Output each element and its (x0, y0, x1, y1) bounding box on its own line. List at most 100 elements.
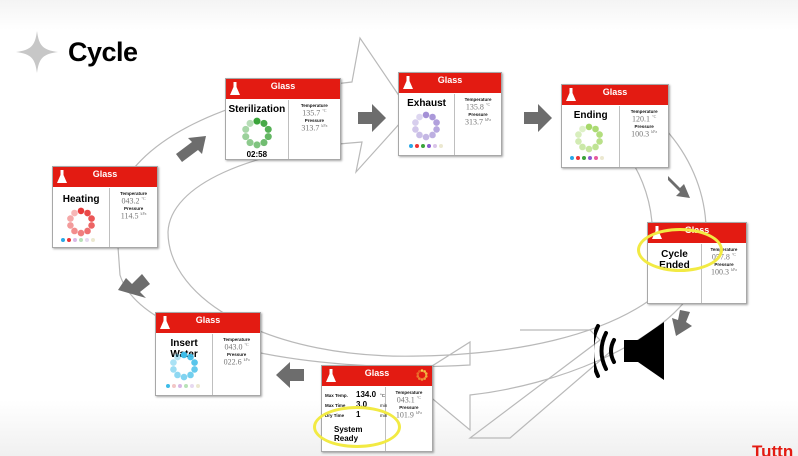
pressure-value: 114.5 (120, 211, 139, 221)
spinner-dot (592, 143, 599, 151)
spinner-dot (242, 125, 250, 133)
spinner-dot (88, 215, 95, 222)
temperature-unit: °C (416, 395, 422, 400)
stage-name: Ending (573, 110, 608, 121)
temperature-label: Temperature (710, 247, 738, 252)
spinner-dot (422, 133, 430, 141)
spinner-dot (416, 113, 423, 121)
temperature-unit: °C (322, 108, 327, 113)
temperature-label: Temperature (120, 191, 148, 196)
phase-dots (570, 156, 604, 160)
spinner-dot (246, 119, 254, 127)
spinner-dot (596, 138, 603, 145)
speaker-sound-icon (594, 322, 664, 380)
arrow-sterilization-to-exhaust (358, 104, 386, 132)
spinner-dot (423, 377, 426, 380)
spinner-dot (420, 378, 424, 381)
brand-text: Tuttn (752, 442, 794, 456)
temperature-unit: °C (244, 342, 249, 347)
cycle-timer: 02:58 (246, 150, 268, 159)
temperature-value: 135.7 (302, 108, 321, 118)
spinner-dot (575, 131, 582, 138)
loading-indicator-icon (416, 369, 428, 381)
phase-dots (166, 384, 200, 388)
progress-spinner-icon (575, 123, 603, 153)
spinner-dot (242, 133, 250, 141)
pressure-value: 313.7 (465, 117, 484, 127)
panel-header-label: Glass (195, 315, 221, 325)
spinner-dot (174, 371, 181, 379)
pressure-value: 022.6 (223, 357, 242, 367)
flask-icon (160, 316, 170, 329)
spinner-dot (253, 117, 261, 125)
pressure-unit: kPa (243, 356, 250, 362)
panel-header: Glass (53, 167, 157, 187)
flask-icon (403, 76, 413, 89)
arrow-heating-to-sterilization (176, 136, 206, 162)
arrow-insert-water-to-heating (118, 274, 150, 298)
flask-icon (57, 170, 67, 183)
spinner-dot (84, 227, 91, 235)
spinner-dot (77, 207, 85, 215)
max-time-value: 3.0 (356, 400, 368, 409)
max-time-label: Max Time (325, 403, 346, 408)
temperature-label: Temperature (223, 337, 251, 342)
panel-header: Glass (399, 73, 501, 93)
panel-header-label: Glass (92, 169, 118, 179)
pressure-label: Pressure (399, 404, 419, 410)
pressure-value: 100.3 (710, 267, 729, 277)
arrow-ending-to-cycle-ended (668, 176, 690, 198)
temperature-value: 120.1 (632, 114, 651, 124)
temperature-unit: °C (731, 252, 737, 257)
highlight-circle-system-ready (313, 406, 401, 448)
spinner-dot (170, 366, 177, 373)
panel-heating: Glass Heating Temperature 043.2 °C Press… (52, 166, 158, 248)
flask-icon (230, 82, 240, 95)
spinner-dot (429, 113, 436, 121)
pressure-label: Pressure (714, 261, 734, 267)
spinner-dot (71, 209, 78, 217)
temperature-value: 057.8 (711, 252, 730, 262)
panel-sterilization: Glass Sterilization 02:58 Temperature 13… (225, 78, 341, 160)
spinner-dot (187, 371, 194, 379)
spinner-dot (579, 143, 586, 151)
pressure-label: Pressure (304, 117, 324, 123)
spinner-dot (180, 351, 188, 359)
spinner-dot (77, 229, 85, 237)
spinner-dot (191, 366, 198, 373)
spinner-dot (433, 126, 440, 133)
max-temp-value: 134.0 (356, 390, 377, 399)
spinner-dot (180, 373, 188, 381)
panel-header-label: Glass (270, 81, 296, 91)
progress-spinner-icon (67, 207, 95, 237)
spinner-dot (260, 119, 268, 127)
pressure-value: 100.3 (631, 129, 650, 139)
panel-exhaust: Glass Exhaust Temperature 135.8 °C Press… (398, 72, 502, 156)
temperature-value: 043.1 (396, 395, 415, 405)
pressure-value: 313.7 (301, 123, 320, 133)
spinner-dot (424, 372, 428, 375)
spinner-dot (88, 222, 95, 229)
spinner-dot (424, 375, 428, 378)
max-temp-unit: °C (380, 393, 386, 398)
panel-header: Glass (322, 366, 432, 386)
panel-header: Glass (226, 79, 340, 99)
spinner-dot (423, 370, 426, 373)
sparkle-icon (16, 31, 58, 73)
spinner-dot (260, 139, 268, 147)
spinner-dot (585, 123, 593, 131)
spinner-dot (433, 119, 440, 126)
temperature-label: Temperature (630, 109, 658, 114)
spinner-dot (596, 131, 603, 138)
arrow-exhaust-to-ending (524, 104, 552, 132)
temperature-unit: °C (141, 196, 146, 201)
spinner-dot (418, 370, 421, 373)
pressure-label: Pressure (468, 111, 488, 117)
spinner-dot (416, 375, 420, 378)
spinner-dot (67, 222, 74, 229)
spinner-dot (187, 353, 194, 361)
spinner-dot (422, 111, 430, 119)
step-arrows (118, 104, 692, 388)
temperature-value: 043.2 (121, 196, 140, 206)
